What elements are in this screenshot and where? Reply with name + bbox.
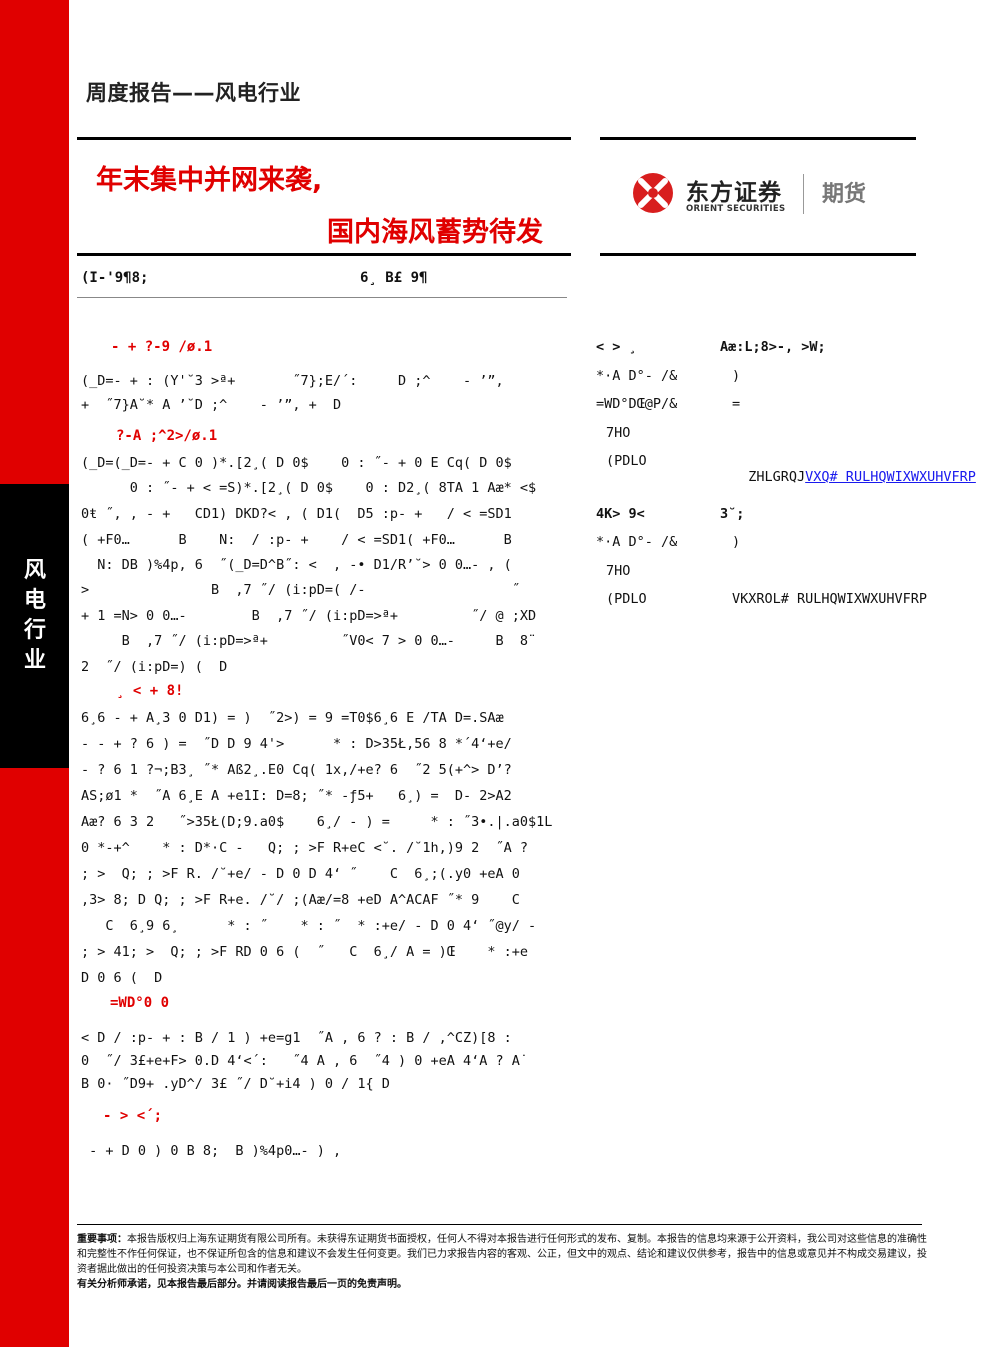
analyst-heading-right: Aæ:L;8>-, >W; <box>720 339 826 355</box>
disclaimer-bold-line: 有关分析师承诺，见本报告最后部分。并请阅读报告最后一页的免责声明。 <box>77 1279 407 1290</box>
body-text-line: < D / :p- + : B / 1 ) +e=g1 ˝A , 6 ? : B… <box>81 1030 512 1046</box>
body-text-line: ,3> 8; D Q; ; >F R+e. /˘/ ;(Aæ/=8 +eD A^… <box>81 892 520 908</box>
body-text-line: 2 ˝/ (i:pD=) ( D <box>81 659 228 675</box>
orient-securities-logo-icon <box>633 173 673 213</box>
analyst-email-prefix: ZHLGRQJ <box>748 469 806 485</box>
body-text-line: B ,7 ˝/ (i:pD=>ª+ ˝V0< 7 > 0 0…- B 8¨ <box>81 633 537 649</box>
body-text-line: AS;ø1 * ˝A 6¸E A +e1I: D=8; ˝* -ƒ5+ 6¸) … <box>81 788 512 804</box>
sidebar-category-box <box>0 484 69 768</box>
body-text-line: N: DB )%4p, 6 ˝(_D=D^B˝: < , -• D1/R’˘> … <box>81 557 512 573</box>
title-top-rule-right <box>600 137 916 140</box>
contact-tel-label: 7HO <box>606 563 631 579</box>
body-text-line: B 0· ˝D9+ .yD^/ 3£ ˝/ D˘+i4 ) 0 / 1{ D <box>81 1076 390 1092</box>
body-text-line: (_D=(_D=- + C 0 )*.[2¸( D 0$ 0 : ˝- + 0 … <box>81 455 512 471</box>
title-bottom-rule-left <box>77 253 571 256</box>
section-heading: =WD°0 0 <box>110 995 170 1011</box>
disclaimer-text: 本报告版权归上海东证期货有限公司所有。未获得东证期货书面授权，任何人不得对本报告… <box>77 1234 927 1275</box>
title-bottom-rule-right <box>600 253 916 256</box>
sidebar-char: 行 <box>23 618 46 643</box>
disclaimer-label: 重要事项： <box>77 1234 127 1245</box>
analyst-email-link[interactable]: VXQ# RULHQWIXWXUHVFRP <box>805 469 976 485</box>
contact-email-label: (PDLO <box>606 591 647 607</box>
title-top-rule-left <box>77 137 571 140</box>
body-text-line: 6¸6 - + A¸3 0 D1) = ) ˝2>) = 9 =T0$6¸6 E… <box>81 710 504 726</box>
body-text-line: C 6¸9 6¸ * : ˝ * : ˝ * :+e/ - D 0 4‘ ˝@y… <box>81 918 537 934</box>
body-text-line: > B ,7 ˝/ (i:pD=( /- ˝ <box>81 582 520 598</box>
analyst-label: *·A D°- /& <box>596 368 678 384</box>
body-text-line: - - + ? 6 ) = ˝D D 9 4'> * : D>35Ł,56 8 … <box>81 736 512 752</box>
report-title-line1: 年末集中并网来袭, <box>96 165 323 196</box>
section-heading: - > <´; <box>103 1108 163 1124</box>
analyst-label: =WD°DŒ@P/& <box>596 396 678 412</box>
meta-right: 6¸ B£ 9¶ <box>360 270 428 286</box>
analyst-email-label: (PDLO <box>606 453 647 469</box>
body-text-line: ; > 41; > Q; ; >F RD 0 6 ( ˝ C 6¸/ A = )… <box>81 944 529 960</box>
body-text-line: 0ŧ ˝, , - + CD1) DKD?< , ( D1( D5 :p- + … <box>81 506 512 522</box>
analyst-value: = <box>732 396 741 412</box>
body-text-line: - ? 6 1 ?¬;B3¸ ˝* Aß2¸.E0 Cq( 1x,/+e? 6 … <box>81 762 512 778</box>
sidebar-char: 电 <box>23 588 46 613</box>
disclaimer-top-rule <box>77 1224 922 1225</box>
section-heading: - + ?-9 /ø.1 <box>111 339 213 355</box>
company-logo: 东方证券 ORIENT SECURITIES 期货 <box>632 172 918 218</box>
report-type-header: 周度报告——风电行业 <box>86 81 301 105</box>
body-text-line: 0 ˝/ 3£+e+F> 0.D 4‘<´: ˝4 A , 6 ˝4 ) 0 +… <box>81 1053 529 1069</box>
body-text-line: ; > Q; ; >F R. /˘+e/ - D 0 D 4‘ ˝ C 6¸;(… <box>81 866 520 882</box>
logo-futures-label: 期货 <box>822 182 867 207</box>
analyst-heading-left: < > ¸ <box>596 339 637 355</box>
logo-separator <box>803 174 804 214</box>
analyst-tel-label: 7HO <box>606 425 631 441</box>
body-text-line: + 1 =N> 0 0…- B ,7 ˝/ (i:pD=>ª+ ˝/ @ ;XD <box>81 608 537 624</box>
body-text-line: D 0 6 ( D <box>81 970 163 986</box>
contact-value: ) <box>732 534 741 550</box>
logo-chinese-name: 东方证券 <box>686 180 782 206</box>
contact-email: VKXROL# RULHQWIXWXUHVFRP <box>732 591 928 607</box>
section-heading: ?-A ;^2>/ø.1 <box>116 428 218 444</box>
body-text-line: (_D=- + : (Y'˘3 >ª+ ˝7};E/´: D ;^ - ’”, <box>81 373 504 389</box>
meta-left: (I-'9¶8; <box>81 270 149 286</box>
logo-english-name: ORIENT SECURITIES <box>686 204 786 214</box>
body-text-line: 0 *-+^ * : D*·C - Q; ; >F R+eC <˘. /˘1h,… <box>81 840 529 856</box>
body-text-line: ( +F0… B N: / :p- + / < =SD1( +F0… B <box>81 532 512 548</box>
sidebar-char: 风 <box>23 558 46 583</box>
report-title-line2: 国内海风蓄势待发 <box>327 217 543 248</box>
section-heading: ¸ < + 8! <box>116 683 184 699</box>
body-text-line: Aæ? 6 3 2 ˝>35Ł(D;9.a0$ 6¸/ - ) = * : ˝3… <box>81 814 553 830</box>
analyst-value: ) <box>732 368 741 384</box>
body-text-line: + ˝7}A˘* A ’˘D ;^ - ’”, + D <box>81 397 342 413</box>
body-text-line: - + D 0 ) 0 B 8; B )%4p0…- ) , <box>81 1143 342 1159</box>
sidebar-char: 业 <box>23 648 46 673</box>
meta-underline <box>77 297 567 298</box>
body-text-line: 0 : ˝- + < =S)*.[2¸( D 0$ 0 : D2¸( 8TA 1… <box>81 480 537 496</box>
contact-heading-right: 3˘; <box>720 506 745 522</box>
contact-label: *·A D°- /& <box>596 534 678 550</box>
sidebar-category-label: 风 电 行 业 <box>22 556 48 676</box>
analyst-email: ZHLGRQJVXQ# RULHQWIXWXUHVFRP <box>732 453 976 485</box>
contact-heading-left: 4K> 9< <box>596 506 645 522</box>
disclaimer-block: 重要事项：本报告版权归上海东证期货有限公司所有。未获得东证期货书面授权，任何人不… <box>77 1232 927 1292</box>
